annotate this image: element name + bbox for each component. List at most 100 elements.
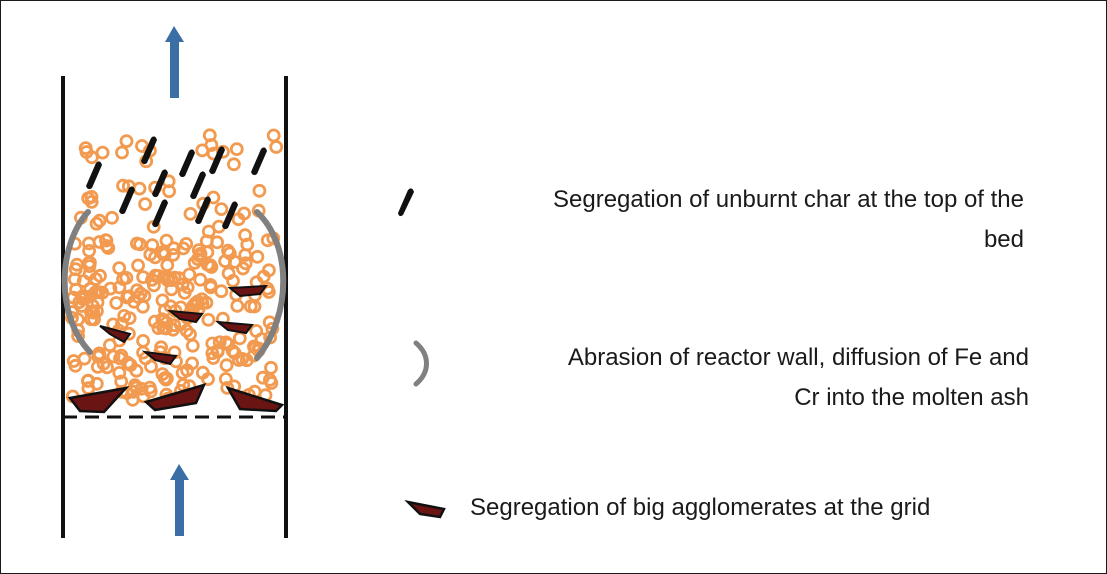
bed-particle <box>84 194 99 209</box>
big-agglomerate <box>225 385 285 413</box>
legend-text-agglomerates: Segregation of big agglomerates at the g… <box>470 488 1045 528</box>
bed-particle <box>252 183 267 198</box>
wall-abrasion-right <box>254 209 287 361</box>
bed-particle <box>116 178 130 193</box>
bed-particle <box>84 304 98 319</box>
bed-particle <box>264 376 279 390</box>
legend-text-abrasion: Abrasion of reactor wall, diffusion of F… <box>424 338 1029 418</box>
bed-particle <box>78 141 93 156</box>
bed-particle <box>225 343 240 358</box>
agglomerate-icon <box>404 499 446 519</box>
bed-particle <box>166 247 181 262</box>
bed-particle <box>238 248 253 262</box>
bed-particle <box>68 358 83 373</box>
agglomerate <box>99 325 132 344</box>
bed-particle <box>220 380 235 395</box>
wall-abrasion-left <box>61 209 93 355</box>
bed-particle <box>95 145 110 160</box>
bed-particle <box>144 359 158 374</box>
bed-particle <box>130 283 145 298</box>
wall-abrasion-icon <box>413 340 429 387</box>
char-particle <box>190 171 206 200</box>
char-particle <box>195 196 211 225</box>
agglomerate <box>227 284 269 298</box>
bed-particle <box>231 212 246 227</box>
bed-particle <box>256 269 271 284</box>
bed-particle <box>159 233 174 248</box>
bed-particle <box>105 210 119 225</box>
agglomerates <box>67 284 285 414</box>
bed-particle <box>76 274 91 289</box>
bed-particle <box>81 256 96 270</box>
char-particle <box>179 149 195 178</box>
char-particles <box>86 136 267 230</box>
char-particle <box>152 169 168 198</box>
bed-particle <box>99 233 114 248</box>
bed-particle <box>81 191 96 206</box>
bed-particle <box>204 260 219 274</box>
bed-particle <box>92 346 107 361</box>
char-particle <box>86 161 102 190</box>
agglomerate <box>166 309 204 324</box>
bed-particle <box>250 249 265 264</box>
bed-particle <box>243 299 258 314</box>
bed-particle <box>218 372 233 386</box>
gas-outlet-arrow <box>165 26 184 98</box>
bed-particle <box>160 258 175 273</box>
bed-particle <box>239 353 254 368</box>
bed-particle <box>129 363 144 378</box>
bed-particle <box>136 333 151 348</box>
bed-particle <box>89 376 104 391</box>
bed-particle <box>82 243 96 258</box>
char-particle <box>222 201 238 230</box>
gas-inlet-arrow <box>170 464 189 536</box>
bed-particle <box>85 150 99 165</box>
bed-particle <box>266 128 281 143</box>
bed-particle <box>106 349 121 364</box>
bed-particle <box>183 206 198 221</box>
bed-particle <box>201 312 216 327</box>
bed-particle <box>232 331 247 346</box>
bed-particle <box>219 358 234 373</box>
char-particle <box>119 186 135 215</box>
legend-text-char: Segregation of unburnt char at the top o… <box>424 180 1024 260</box>
bed-particle <box>145 272 159 287</box>
bed-particle <box>114 348 129 363</box>
legend-line: Cr into the molten ash <box>794 384 1029 411</box>
bed-particle <box>91 285 106 300</box>
bed-particle <box>176 241 191 256</box>
bed-particle <box>269 140 284 154</box>
agglomerate <box>214 320 254 335</box>
bed-particle <box>89 216 104 231</box>
bed-particle <box>180 280 195 295</box>
bed-particle <box>203 280 218 295</box>
bed-particle <box>112 365 127 380</box>
bed-particle <box>100 360 114 375</box>
bed-particle <box>133 286 148 301</box>
bed-particle <box>212 335 227 350</box>
bed-particle <box>156 320 171 335</box>
bed-particle <box>231 353 246 367</box>
bed-particle <box>219 335 233 350</box>
bed-particle <box>195 296 210 311</box>
bed-particle <box>115 316 129 331</box>
bed-particle <box>190 252 205 267</box>
bed-particle <box>135 139 149 153</box>
bed-particle <box>112 261 127 276</box>
bed-particle <box>221 266 236 281</box>
bed-particle <box>202 128 217 143</box>
bed-particle <box>214 202 229 217</box>
bed-particle <box>210 235 225 250</box>
bed-particle <box>142 380 157 395</box>
char-particle-icon <box>398 188 414 217</box>
bed-particle <box>159 371 174 386</box>
big-agglomerate <box>67 386 130 414</box>
bed-particle <box>119 134 134 149</box>
bed-particle <box>131 258 146 273</box>
bed-particle <box>180 363 195 378</box>
char-particle <box>141 136 157 165</box>
bed-particle <box>201 224 216 239</box>
bed-particle <box>129 380 144 395</box>
bed-particle <box>92 235 107 249</box>
